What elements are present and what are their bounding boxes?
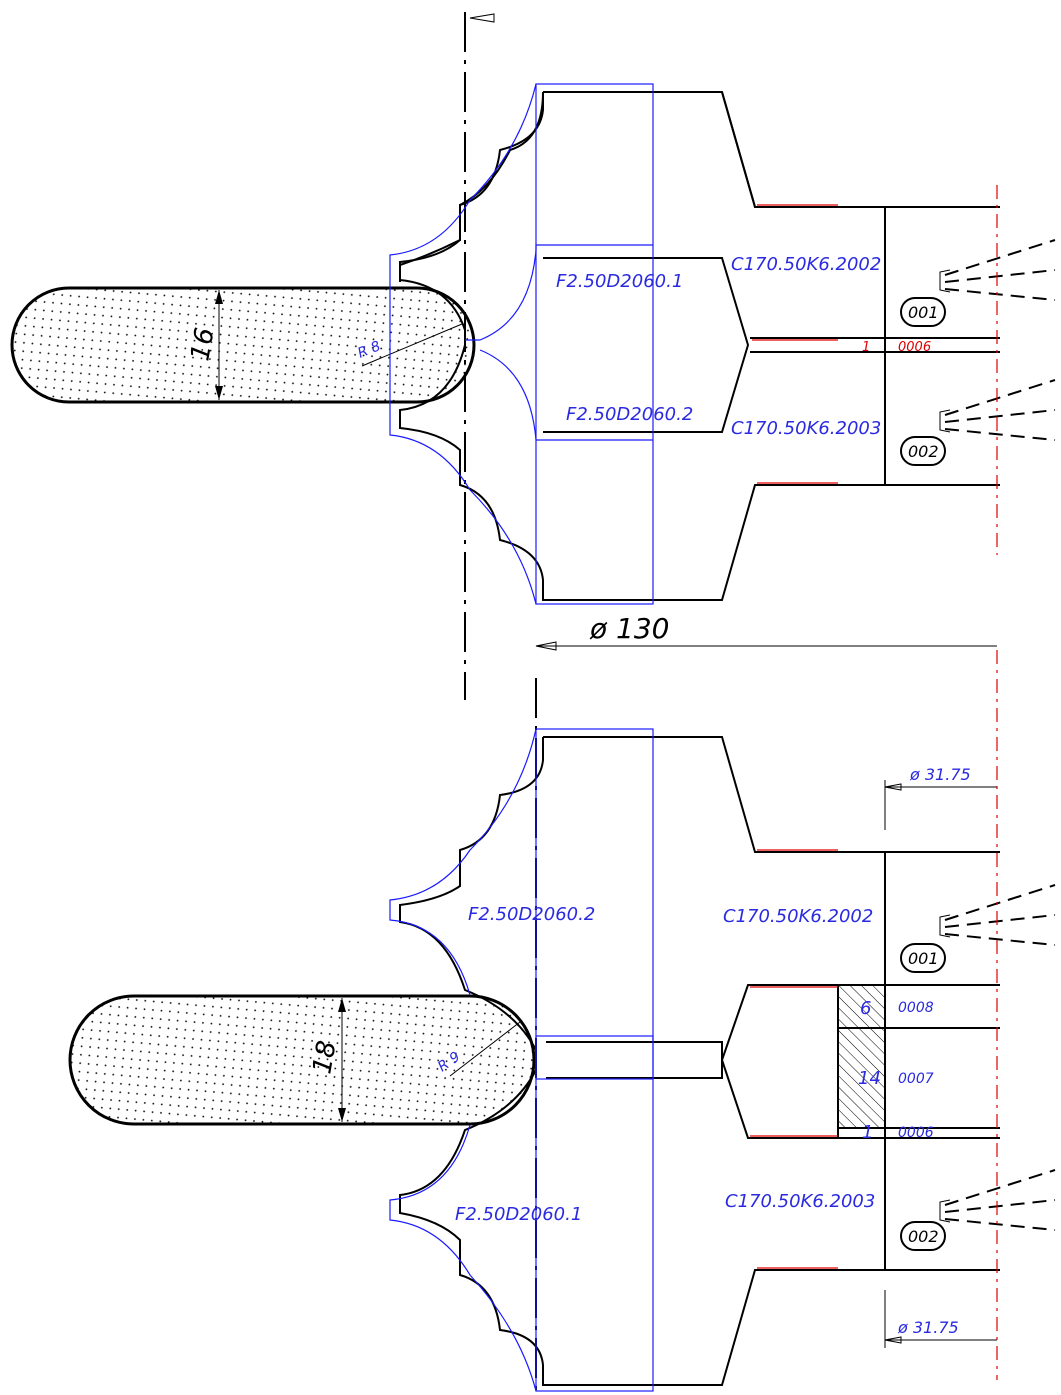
bottom-c1-label: C170.50K6.2002: [723, 906, 873, 927]
bottom-workpiece: [68, 994, 536, 1126]
bottom-bubble-001: [900, 943, 946, 973]
top-thickness-label: 16: [185, 325, 220, 363]
bore-top-label: ø 31.75: [909, 765, 971, 784]
top-spacer-code: 0006: [898, 340, 931, 355]
top-tool-knife-a: [465, 244, 653, 341]
top-bubble-002-label: 002: [908, 442, 939, 461]
top-bubble-002: [900, 436, 946, 466]
bottom-bubble-001-label: 001: [908, 949, 939, 968]
spacer-1-code: 0006: [898, 1125, 934, 1141]
bottom-upper-hub: [543, 736, 886, 1271]
bottom-assembly: 18 R 9 F2.50D2060.2 F2.50D2060.1 C170.50…: [68, 650, 1056, 1392]
bottom-upper-cutter-profile: [399, 737, 544, 1051]
top-c1-label: C170.50K6.2002: [731, 254, 881, 275]
spacer-6-code: 0008: [898, 1000, 934, 1016]
bottom-c2-label: C170.50K6.2003: [725, 1191, 875, 1212]
bottom-dim-arrow-up: [338, 998, 346, 1012]
bottom-center-knife: [546, 984, 839, 1139]
top-tool-knife-b: [479, 349, 653, 441]
bottom-dim-arrow-down: [338, 1108, 346, 1122]
bottom-hatched-spacer: [837, 984, 886, 1129]
spacer-6-label: 6: [860, 998, 871, 1019]
spacer-14-label: 14: [858, 1068, 881, 1089]
top-flow-arrows-1: [939, 239, 1056, 301]
top-tool-envelope: [535, 83, 654, 605]
bottom-thickness-label: 18: [307, 1038, 342, 1076]
top-flow-arrows-2: [939, 379, 1056, 441]
bore-bottom-label: ø 31.75: [897, 1318, 959, 1337]
top-bubble-001: [900, 297, 946, 327]
top-radius-leader: [361, 323, 463, 367]
bottom-radius-leader: [449, 1021, 521, 1077]
bottom-flow-arrows-1: [939, 884, 1056, 946]
spacer-1-label: 1: [862, 1122, 873, 1143]
top-spacer-label: 1: [862, 340, 870, 355]
top-dim-arrow-down: [215, 386, 223, 400]
top-upper-cutter-profile: [399, 92, 544, 331]
bottom-bubble-002: [900, 1221, 946, 1251]
top-tool-outline-left: [389, 83, 537, 605]
top-dim-arrow-up: [215, 290, 223, 304]
top-f2-label: F2.50D2060.2: [566, 404, 693, 425]
bottom-bubble-002-label: 002: [908, 1227, 939, 1246]
top-bubble-001-label: 001: [908, 303, 939, 322]
diameter-130-dimension: ø 130: [535, 612, 997, 651]
top-c2-label: C170.50K6.2003: [731, 418, 881, 439]
top-upper-cutter-inner: [543, 257, 750, 433]
bottom-f2-label: F2.50D2060.2: [468, 904, 595, 925]
spacer-14-code: 0007: [898, 1071, 934, 1087]
top-f1-label: F2.50D2060.1: [556, 271, 683, 292]
bottom-f1-label: F2.50D2060.1: [455, 1204, 582, 1225]
bottom-tool-envelope-lower: [535, 1035, 654, 1392]
bottom-lower-cutter-profile: [399, 1069, 838, 1386]
top-lower-cutter-profile: [399, 344, 838, 601]
top-axis-arrow: [469, 13, 495, 23]
bottom-flow-arrows-2: [939, 1169, 1056, 1231]
top-assembly: 16 R 8 F2.50D2060.1 F2.50D2060.2 C170.50…: [10, 12, 1056, 700]
bottom-tool-envelope-upper: [535, 728, 654, 1080]
bottom-tool-outline-left: [389, 728, 537, 1392]
dia-130-label: ø 130: [589, 612, 669, 645]
top-workpiece: [10, 286, 476, 404]
